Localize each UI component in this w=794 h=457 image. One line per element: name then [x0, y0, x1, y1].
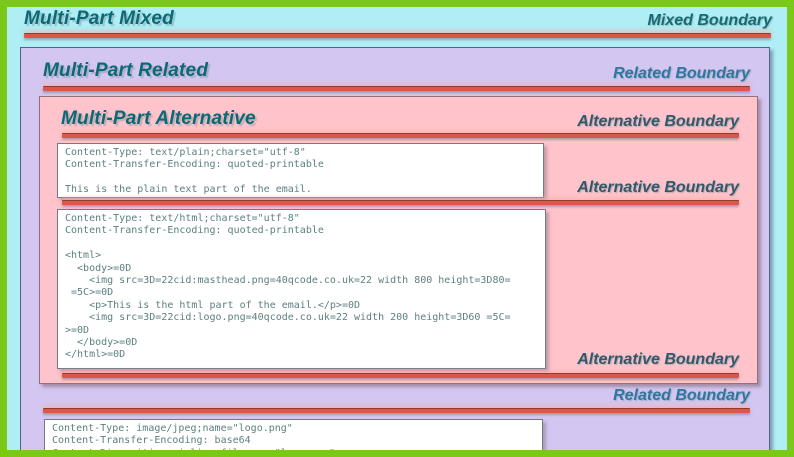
related-boundary-rule-top	[43, 86, 750, 91]
alternative-boundary-rule-3	[62, 373, 739, 378]
alternative-boundary-rule-1	[62, 133, 739, 138]
image-part-code: Content-Type: image/jpeg;name="logo.png"…	[44, 419, 543, 457]
alternative-boundary-label-1: Alternative Boundary	[577, 113, 739, 130]
related-boundary-label-top: Related Boundary	[613, 65, 750, 82]
mixed-boundary-rule	[24, 33, 771, 38]
mixed-boundary-label: Mixed Boundary	[647, 12, 772, 29]
alternative-boundary-label-2: Alternative Boundary	[577, 179, 739, 196]
alternative-boundary-rule-2	[62, 200, 739, 205]
related-boundary-rule-bottom	[43, 408, 750, 413]
multipart-alternative-box: Multi-Part Alternative Alternative Bound…	[39, 96, 758, 384]
html-part-code: Content-Type: text/html;charset="utf-8" …	[57, 209, 546, 369]
related-boundary-label-bottom: Related Boundary	[613, 387, 750, 404]
plain-text-part-code: Content-Type: text/plain;charset="utf-8"…	[57, 143, 544, 198]
multipart-related-box: Multi-Part Related Related Boundary Mult…	[20, 47, 770, 457]
multipart-related-title: Multi-Part Related	[43, 60, 209, 81]
multipart-mixed-title: Multi-Part Mixed	[24, 8, 174, 29]
alternative-boundary-label-3: Alternative Boundary	[577, 351, 739, 368]
multipart-alternative-title: Multi-Part Alternative	[61, 108, 256, 129]
